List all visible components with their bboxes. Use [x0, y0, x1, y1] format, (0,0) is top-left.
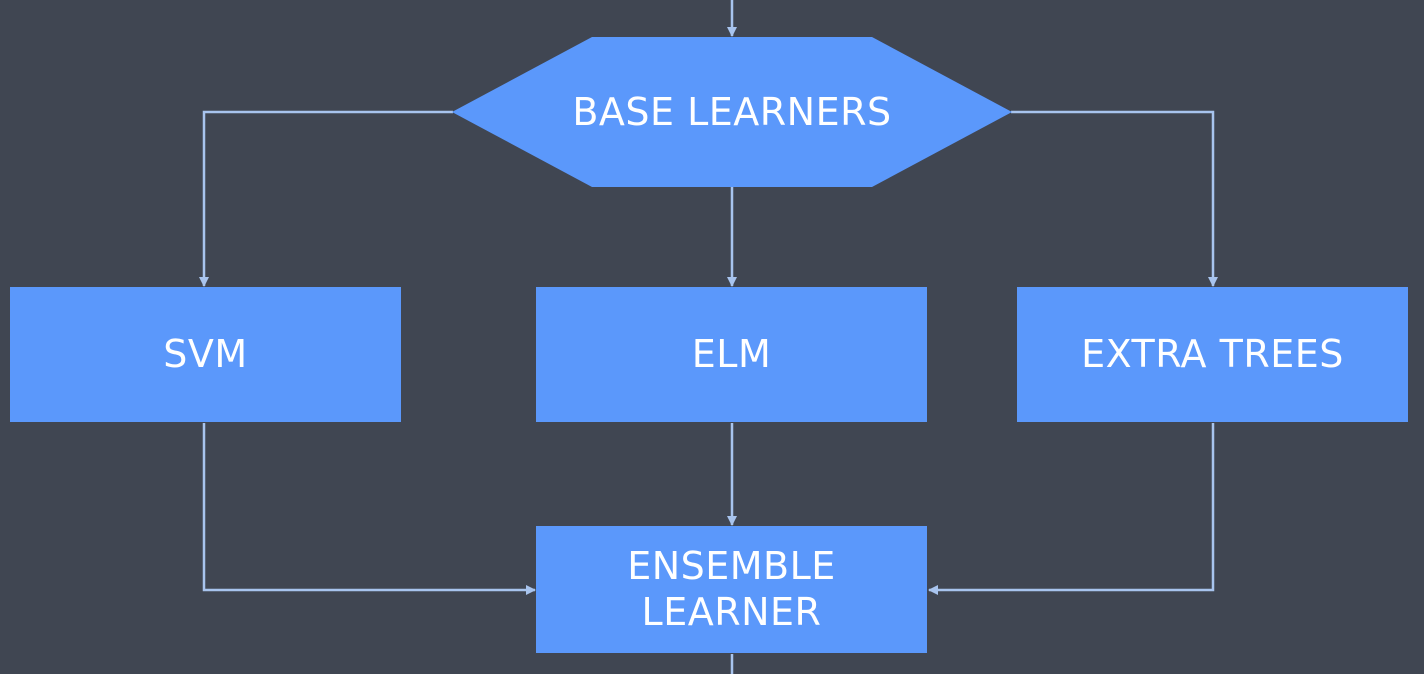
ensemble-label-line1: ENSEMBLE [627, 543, 836, 588]
edge-base-to-extra-trees [1011, 110, 1218, 287]
edge-base-to-svm [199, 110, 453, 287]
edge-extra-trees-to-ensemble [928, 423, 1215, 595]
svm-node: SVM [10, 287, 401, 422]
edge-svm-to-ensemble [202, 423, 536, 595]
extra-trees-label: EXTRA TREES [1081, 331, 1344, 376]
ensemble-learner-node: ENSEMBLE LEARNER [536, 526, 927, 653]
elm-node: ELM [536, 287, 927, 422]
elm-label: ELM [691, 331, 772, 376]
ensemble-label-line2: LEARNER [641, 589, 822, 634]
svm-label: SVM [163, 331, 248, 376]
extra-trees-node: EXTRA TREES [1017, 287, 1408, 422]
base-learners-label: BASE LEARNERS [572, 90, 892, 134]
